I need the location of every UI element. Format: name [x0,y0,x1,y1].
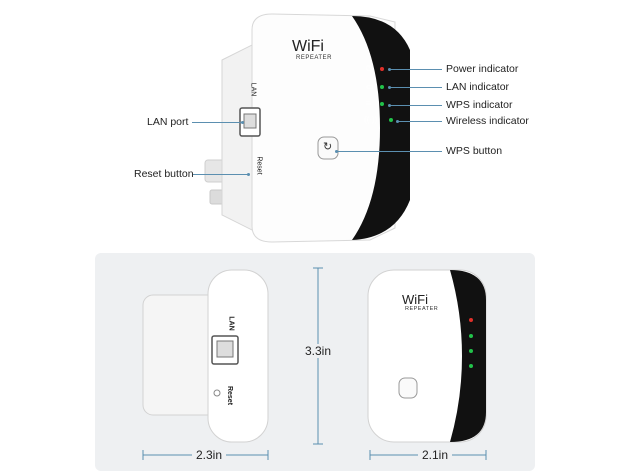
front-lan-led [469,334,473,338]
wps-led [380,102,384,106]
front-model-label: REPEATER [405,306,439,312]
front-wps-led [469,349,473,353]
wireless-led [389,118,393,122]
dimension-width: 2.1in [418,448,453,462]
front-wireless-led [469,364,473,368]
front-brand-logo: WiFi [402,292,428,307]
wireless-icon: ((·)) [364,115,378,124]
wps-indicator-label: WPS indicator [446,99,513,111]
brand-logo: WiFi [292,38,324,55]
lan-indicator-label: LAN indicator [446,81,510,93]
side-view-lan-text: LAN [227,316,235,331]
power-indicator-label: Power indicator [446,63,519,75]
side-view-reset-text: Reset [226,385,234,406]
lan-led [380,85,384,89]
lan-icon: ▭ [366,82,374,91]
wps-button-icon: ↻ [323,141,333,153]
dimension-height: 3.3in [303,344,334,358]
front-power-led [469,318,473,322]
wireless-indicator-label: Wireless indicator [446,115,529,127]
lan-port-label: LAN port [147,116,189,128]
power-icon: ⏻ [366,64,373,73]
wps-button-label: WPS button [446,145,503,157]
wps-icon: ≡ [366,99,371,108]
dimension-depth: 2.3in [192,448,227,462]
reset-button-label: Reset button [134,168,194,180]
power-led [380,67,384,71]
model-label: REPEATER [296,55,332,61]
